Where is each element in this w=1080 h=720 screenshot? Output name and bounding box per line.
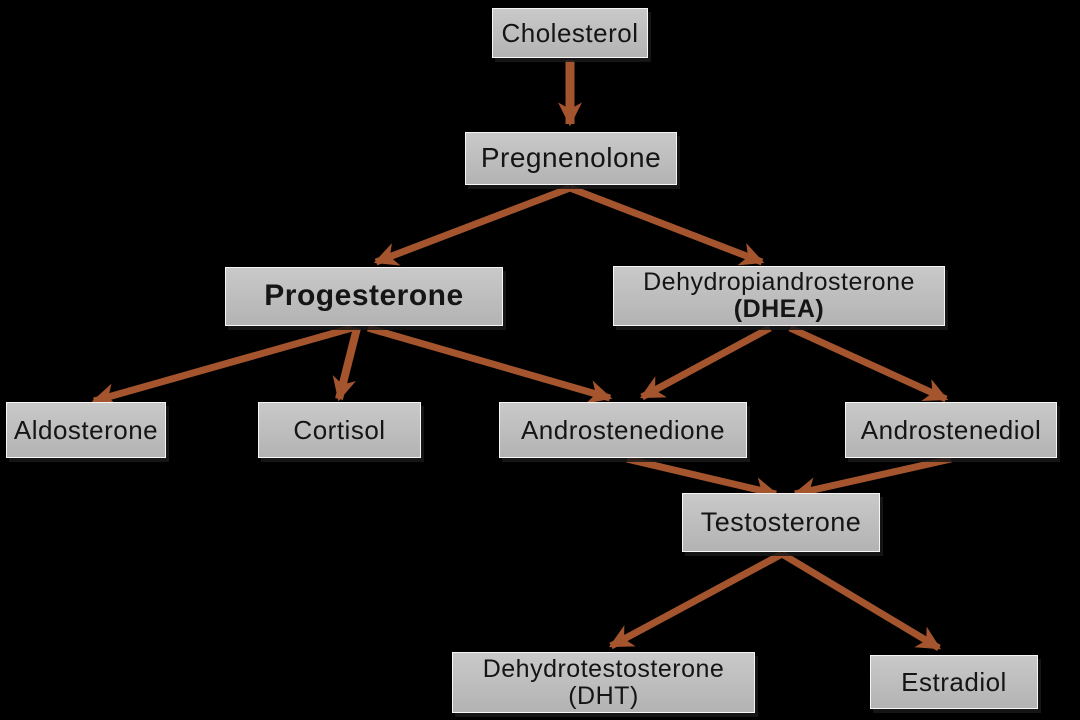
arrow-testosterone-to-estradiol <box>780 550 942 652</box>
arrow-progesterone-to-androstenedione <box>367 324 613 404</box>
arrow-dhea-to-androstenediol <box>788 324 949 403</box>
node-label: Aldosterone <box>13 414 159 445</box>
node-label-line2: (DHEA) <box>733 295 825 323</box>
node-androstenedione: Androstenedione <box>499 402 747 458</box>
arrow-testosterone-to-dht <box>608 550 784 650</box>
node-label: Progesterone <box>264 279 464 313</box>
node-dhea: Dehydropiandrosterone (DHEA) <box>613 266 945 326</box>
arrow-progesterone-to-cortisol <box>332 327 361 402</box>
node-label: Cortisol <box>293 414 386 445</box>
node-label-line2: (DHT) <box>568 681 639 710</box>
node-label: Estradiol <box>901 666 1007 697</box>
node-label: Testosterone <box>700 506 862 537</box>
node-cortisol: Cortisol <box>258 402 421 458</box>
node-progesterone: Progesterone <box>225 267 503 326</box>
arrow-dhea-to-androstenedione <box>639 324 772 401</box>
node-label: Pregnenolone <box>480 142 662 174</box>
node-label: Androstenedione <box>520 414 726 445</box>
node-label-line1: Dehydropiandrosterone <box>643 268 915 296</box>
node-label-line1: Dehydrotestosterone <box>482 654 725 683</box>
node-aldosterone: Aldosterone <box>6 402 166 458</box>
arrow-androstenediol-to-testosterone <box>792 455 952 501</box>
node-estradiol: Estradiol <box>870 655 1038 709</box>
arrow-pregnenolone-to-dhea <box>568 184 765 266</box>
node-cholesterol: Cholesterol <box>492 8 648 58</box>
arrow-progesterone-to-aldosterone <box>91 324 353 407</box>
arrow-pregnenolone-to-progesterone <box>373 184 572 266</box>
node-label: Cholesterol <box>501 17 639 48</box>
node-dht: Dehydrotestosterone (DHT) <box>452 652 755 713</box>
node-androstenediol: Androstenediol <box>845 402 1057 458</box>
node-label: Androstenediol <box>860 414 1042 445</box>
arrow-androstenedione-to-testosterone <box>626 455 779 501</box>
node-testosterone: Testosterone <box>682 493 880 552</box>
node-pregnenolone: Pregnenolone <box>465 132 677 185</box>
